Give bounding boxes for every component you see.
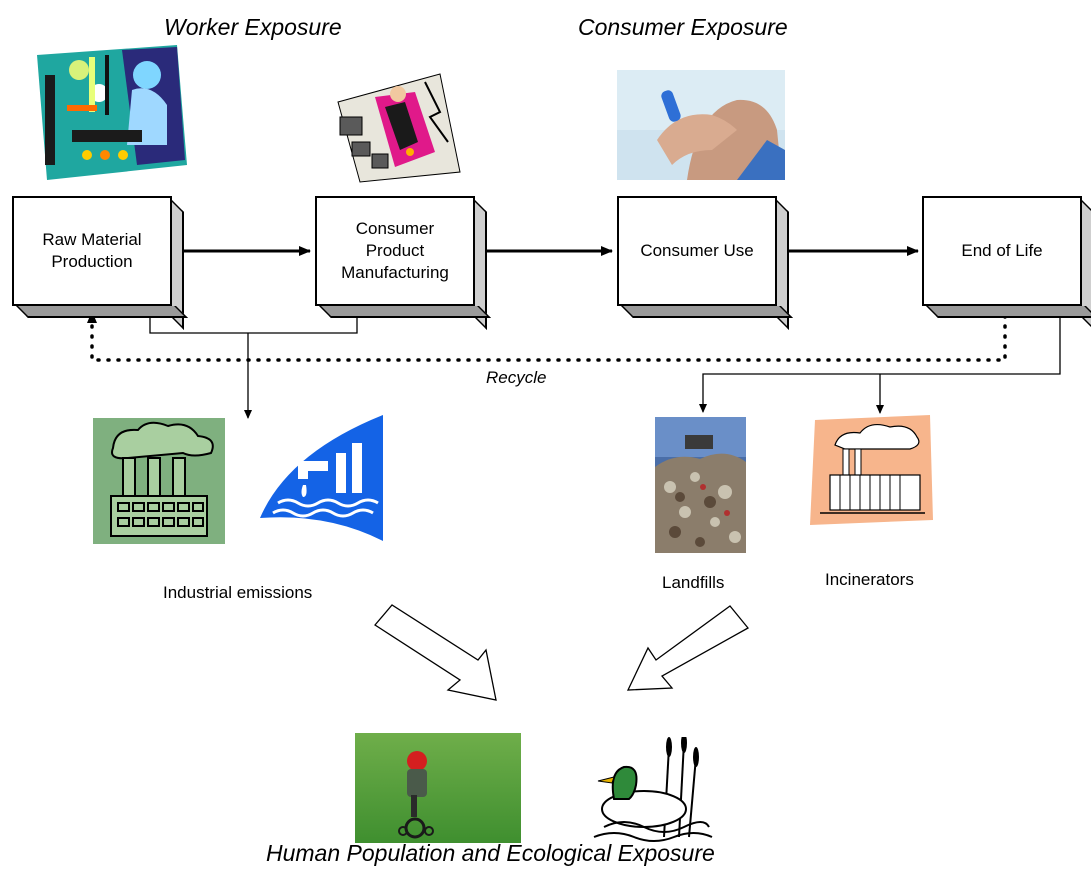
factory-smokestack-icon <box>93 418 225 544</box>
hollow-arrow-left <box>374 604 497 701</box>
hollow-arrow-right <box>626 605 749 691</box>
child-bicycle-photo <box>355 733 521 843</box>
industrial-connector <box>149 305 358 334</box>
recycle-path <box>87 304 1007 362</box>
industrial-emissions-label: Industrial emissions <box>163 583 313 602</box>
heading-worker-exposure: Worker Exposure <box>164 14 342 40</box>
stage-label: Raw Material Production <box>12 196 172 306</box>
stage-label: End of Life <box>922 196 1082 306</box>
stage-consumer-product-manufacturing: Consumer Product Manufacturing <box>315 196 491 330</box>
recycle-label: Recycle <box>486 368 547 387</box>
heading-population-exposure: Human Population and Ecological Exposure <box>266 840 715 866</box>
sunscreen-photo <box>617 70 785 180</box>
stage-end-of-life: End of Life <box>922 196 1091 330</box>
landfills-label: Landfills <box>662 573 725 592</box>
water-discharge-icon <box>258 413 388 543</box>
stage-raw-material-production: Raw Material Production <box>12 196 188 330</box>
incinerator-icon <box>805 415 937 527</box>
end-of-life-connector <box>699 310 1061 413</box>
heading-consumer-exposure: Consumer Exposure <box>578 14 788 40</box>
stage-label: Consumer Product Manufacturing <box>315 196 475 306</box>
incinerators-label: Incinerators <box>825 570 914 589</box>
factory-worker-icon <box>330 72 466 184</box>
stage-label: Consumer Use <box>617 196 777 306</box>
lab-worker-icon <box>27 35 192 183</box>
stage-consumer-use: Consumer Use <box>617 196 793 330</box>
landfill-photo <box>655 417 746 553</box>
duck-wetland-icon <box>584 737 714 843</box>
